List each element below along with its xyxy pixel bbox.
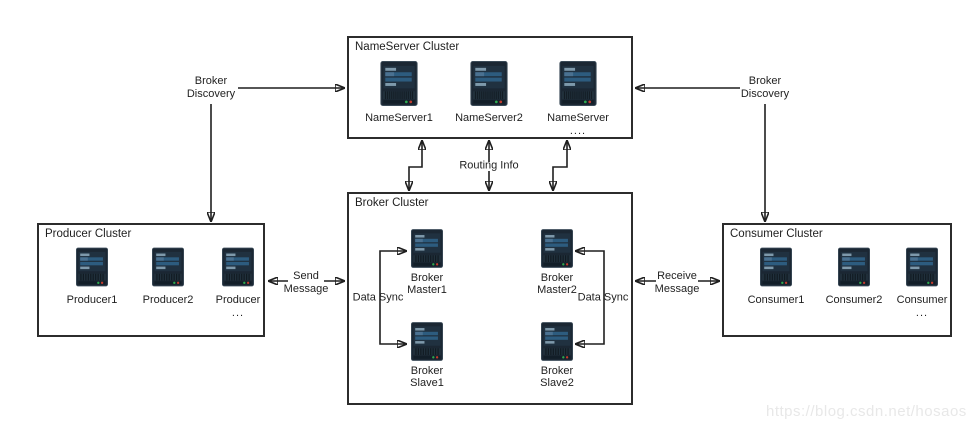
edge-label-routing-info: Routing Info xyxy=(459,159,519,172)
ellipsis-label: ... xyxy=(915,307,929,319)
edge-label-data-sync-right: Data Sync xyxy=(577,291,629,304)
edge-label-data-sync-left: Data Sync xyxy=(352,291,404,304)
server-icon xyxy=(906,247,938,287)
edge-label-receive-message: Receive Message xyxy=(655,270,700,296)
consumer2-node: Consumer2 xyxy=(812,247,896,306)
arrow-routing-zigzag-left xyxy=(409,141,422,190)
edge-label-line: Send xyxy=(293,270,319,282)
server-label: Producer xyxy=(215,294,261,306)
server-icon xyxy=(411,322,443,361)
edge-label-line: Receive xyxy=(657,270,697,282)
server-label: NameServer2 xyxy=(455,112,523,124)
server-label: NameServer xyxy=(547,112,609,124)
server-label-line1: Broker xyxy=(410,272,444,284)
server-label: Producer2 xyxy=(142,294,194,306)
broker-master2-node: Broker Master2 xyxy=(515,229,599,296)
server-icon xyxy=(411,229,443,268)
nameserver-n-node: NameServer .... xyxy=(536,61,620,137)
server-label-line2: Slave2 xyxy=(540,377,574,389)
broker-cluster-title: Broker Cluster xyxy=(355,197,429,209)
server-label-line2: Master1 xyxy=(407,284,447,296)
producer2-node: Producer2 xyxy=(126,247,210,306)
server-icon xyxy=(838,247,870,287)
nameserver-cluster-title: NameServer Cluster xyxy=(355,41,460,53)
server-icon xyxy=(559,61,597,106)
broker-slave2-node: Broker Slave2 xyxy=(515,322,599,389)
nameserver1-node: NameServer1 xyxy=(357,61,441,124)
edge-label-line: Message xyxy=(283,283,329,295)
edge-label-line: Discovery xyxy=(740,88,790,100)
server-icon xyxy=(541,229,573,268)
nameserver2-node: NameServer2 xyxy=(447,61,531,124)
server-label: Consumer1 xyxy=(747,294,805,306)
watermark-url: https://blog.csdn.net/hosaos xyxy=(766,403,967,420)
server-label-line1: Broker xyxy=(540,365,574,377)
ellipsis-label: .... xyxy=(569,125,587,137)
edge-label-broker-discovery-left: Broker Discovery xyxy=(187,75,235,101)
consumer-n-node: Consumer ... xyxy=(880,247,964,319)
server-label: Consumer xyxy=(896,294,948,306)
server-label: Consumer2 xyxy=(825,294,883,306)
server-icon xyxy=(380,61,418,106)
server-icon xyxy=(760,247,792,287)
producer-cluster-title: Producer Cluster xyxy=(45,228,132,240)
broker-master1-node: Broker Master1 xyxy=(385,229,469,296)
edge-label-send-message: Send Message xyxy=(284,270,329,296)
server-icon xyxy=(470,61,508,106)
producer1-node: Producer1 xyxy=(50,247,134,306)
server-label-line2: Master2 xyxy=(537,284,577,296)
consumer-cluster-title: Consumer Cluster xyxy=(730,228,823,240)
server-label: NameServer1 xyxy=(365,112,433,124)
ellipsis-label: ... xyxy=(231,307,245,319)
server-label: Producer1 xyxy=(66,294,118,306)
arrow-routing-zigzag-right xyxy=(553,141,567,190)
server-label-line1: Broker xyxy=(410,365,444,377)
consumer1-node: Consumer1 xyxy=(734,247,818,306)
server-icon xyxy=(541,322,573,361)
server-icon xyxy=(76,247,108,287)
server-icon xyxy=(222,247,254,287)
edge-label-line: Discovery xyxy=(186,88,236,100)
broker-slave1-node: Broker Slave1 xyxy=(385,322,469,389)
edge-label-line: Broker xyxy=(748,75,782,87)
edge-label-line: Message xyxy=(654,283,700,295)
server-label-line2: Slave1 xyxy=(410,377,444,389)
server-label-line1: Broker xyxy=(540,272,574,284)
server-icon xyxy=(152,247,184,287)
producer-n-node: Producer ... xyxy=(196,247,280,319)
edge-label-line: Broker xyxy=(194,75,228,87)
edge-label-broker-discovery-right: Broker Discovery xyxy=(741,75,789,101)
